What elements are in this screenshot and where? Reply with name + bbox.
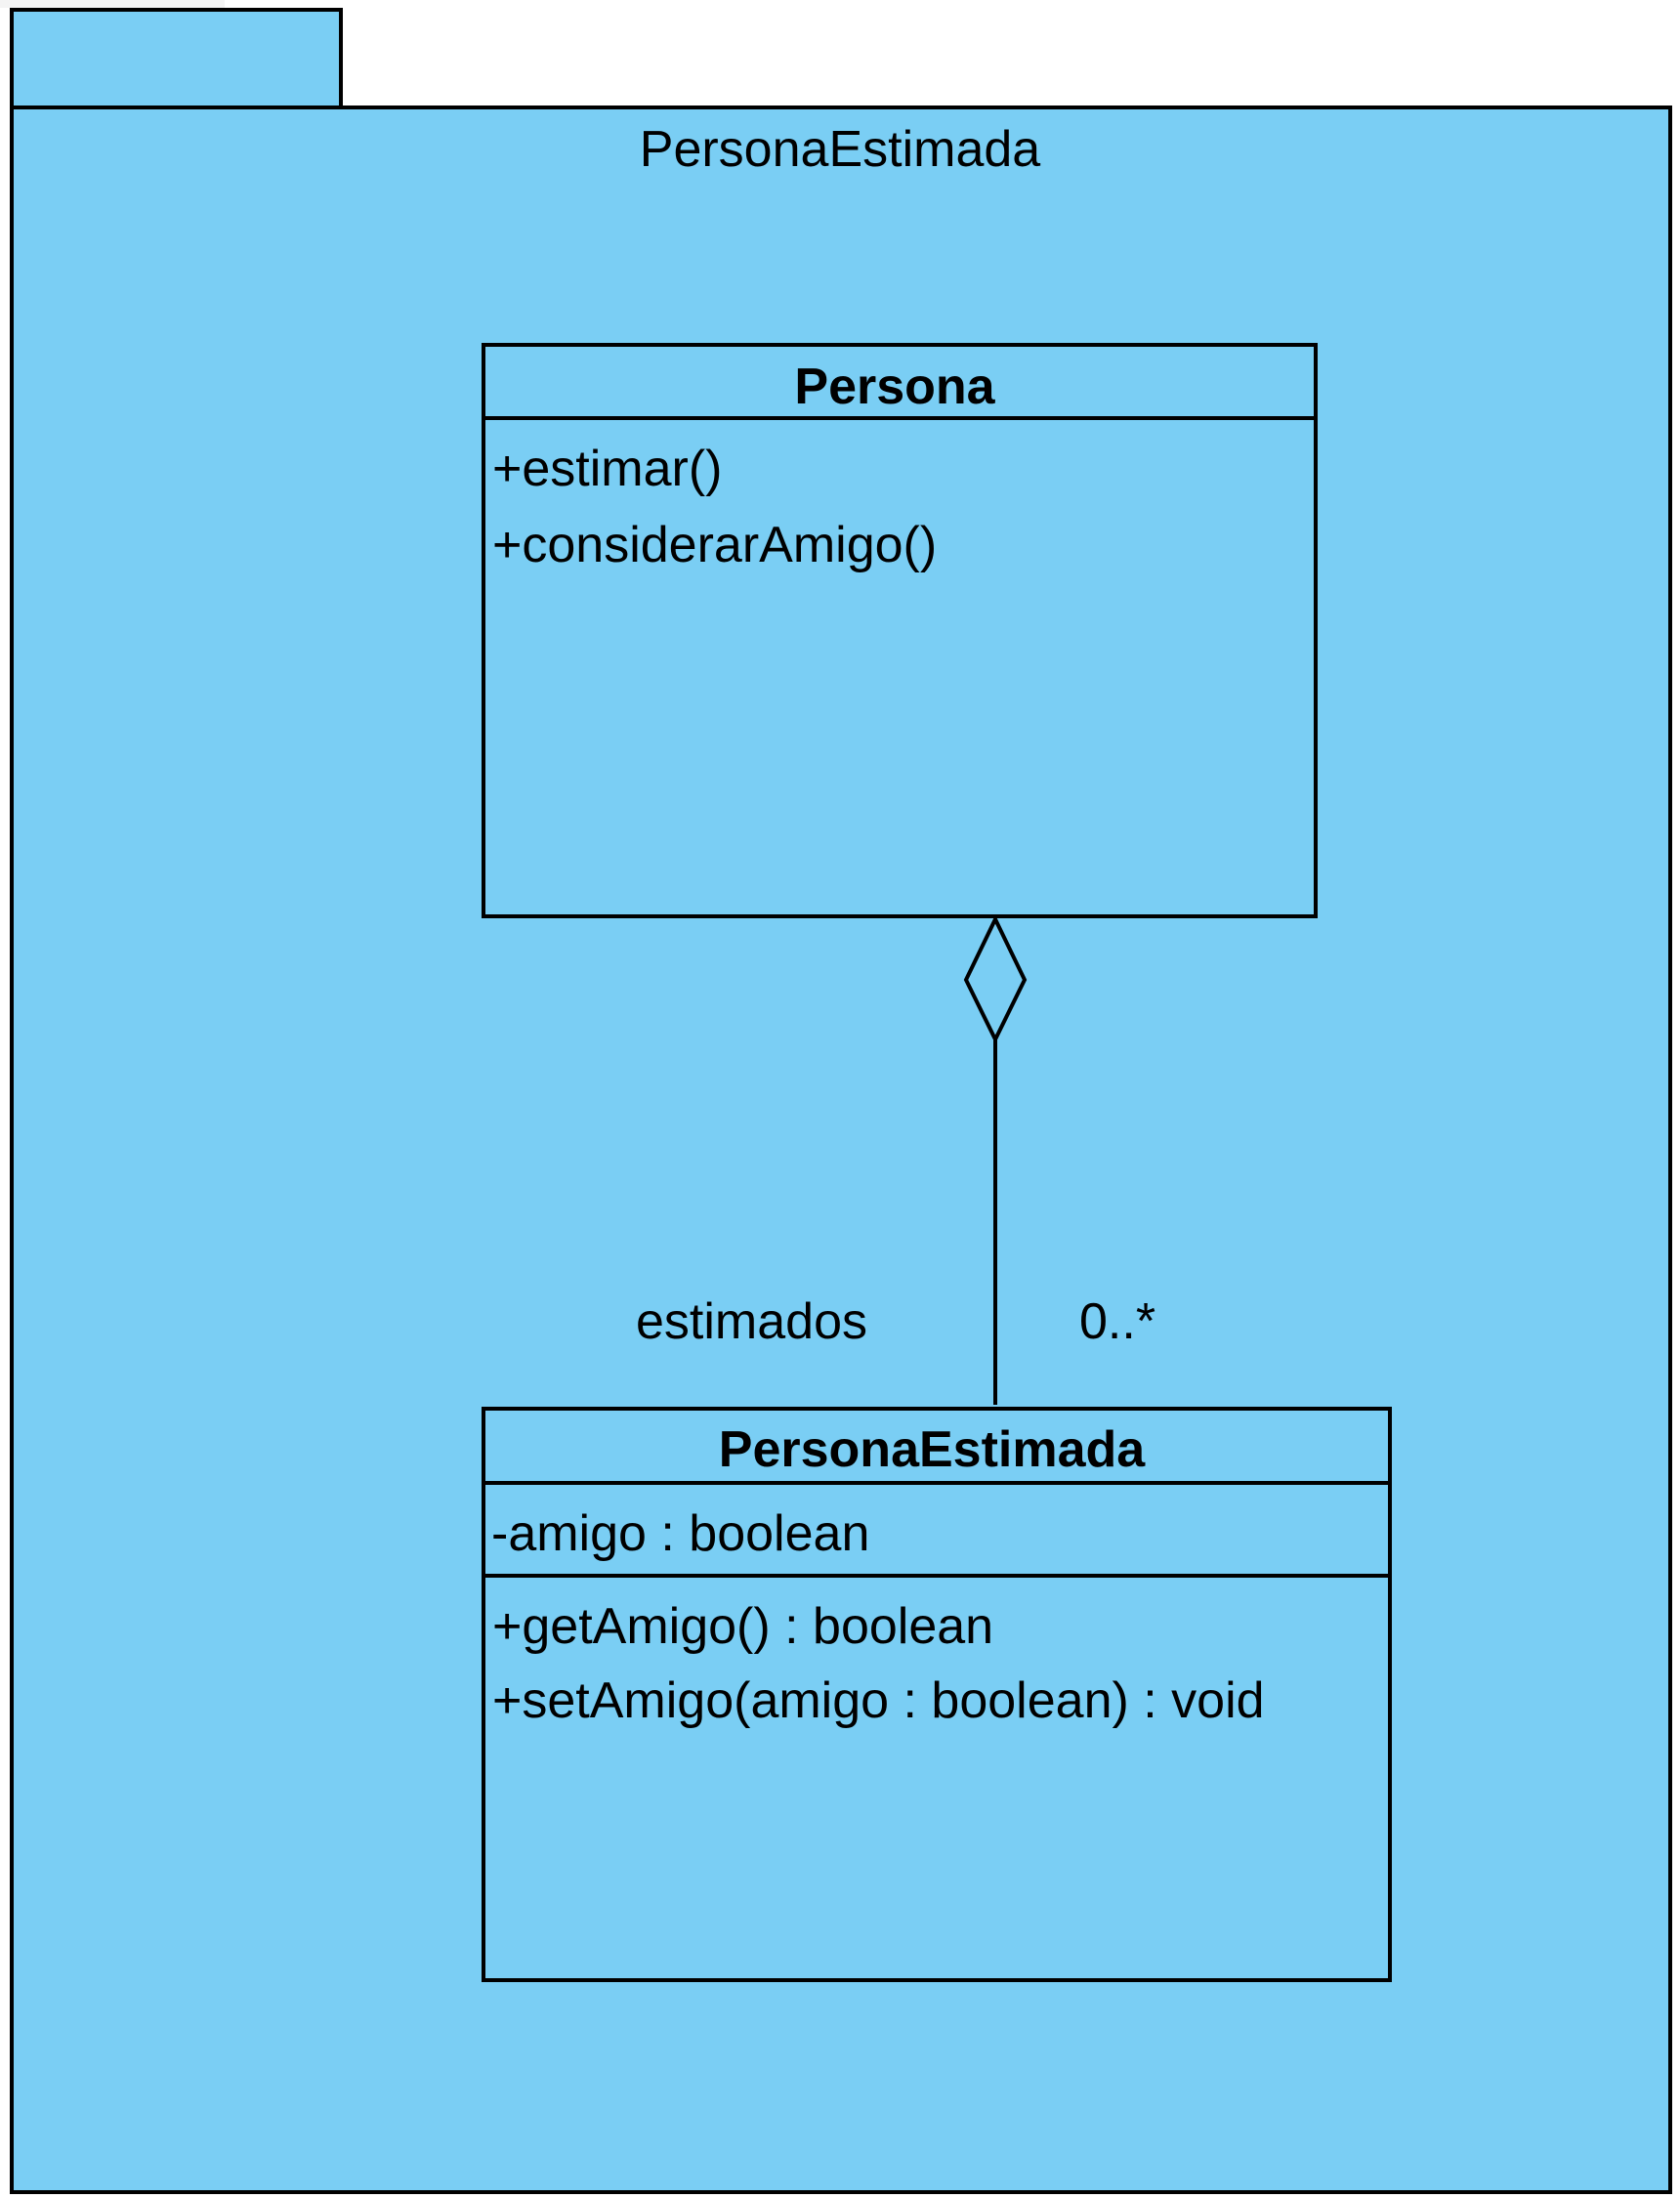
operation: +estimar() xyxy=(492,441,722,497)
multiplicity-label: 0..* xyxy=(1079,1293,1155,1350)
aggregation-diamond xyxy=(963,914,1028,1044)
aggregation-association[interactable]: estimados 0..* xyxy=(636,914,1155,1405)
operation: +considerarAmigo() xyxy=(492,517,937,573)
class-persona[interactable]: Persona +estimar() +considerarAmigo() xyxy=(482,343,1318,918)
attribute: -amigo : boolean xyxy=(491,1505,869,1562)
role-label: estimados xyxy=(636,1293,867,1350)
class-persona-estimada[interactable]: PersonaEstimada -amigo : boolean +getAmi… xyxy=(482,1407,1392,1982)
operation: +getAmigo() : boolean xyxy=(492,1598,993,1655)
class-box xyxy=(482,343,1318,918)
package-tab xyxy=(10,8,343,109)
operation: +setAmigo(amigo : boolean) : void xyxy=(492,1672,1265,1729)
package-name: PersonaEstimada xyxy=(640,121,1041,178)
watermark xyxy=(0,0,225,8)
class-box xyxy=(482,1407,1392,1982)
class-name: Persona xyxy=(794,359,995,415)
class-name: PersonaEstimada xyxy=(719,1421,1146,1478)
